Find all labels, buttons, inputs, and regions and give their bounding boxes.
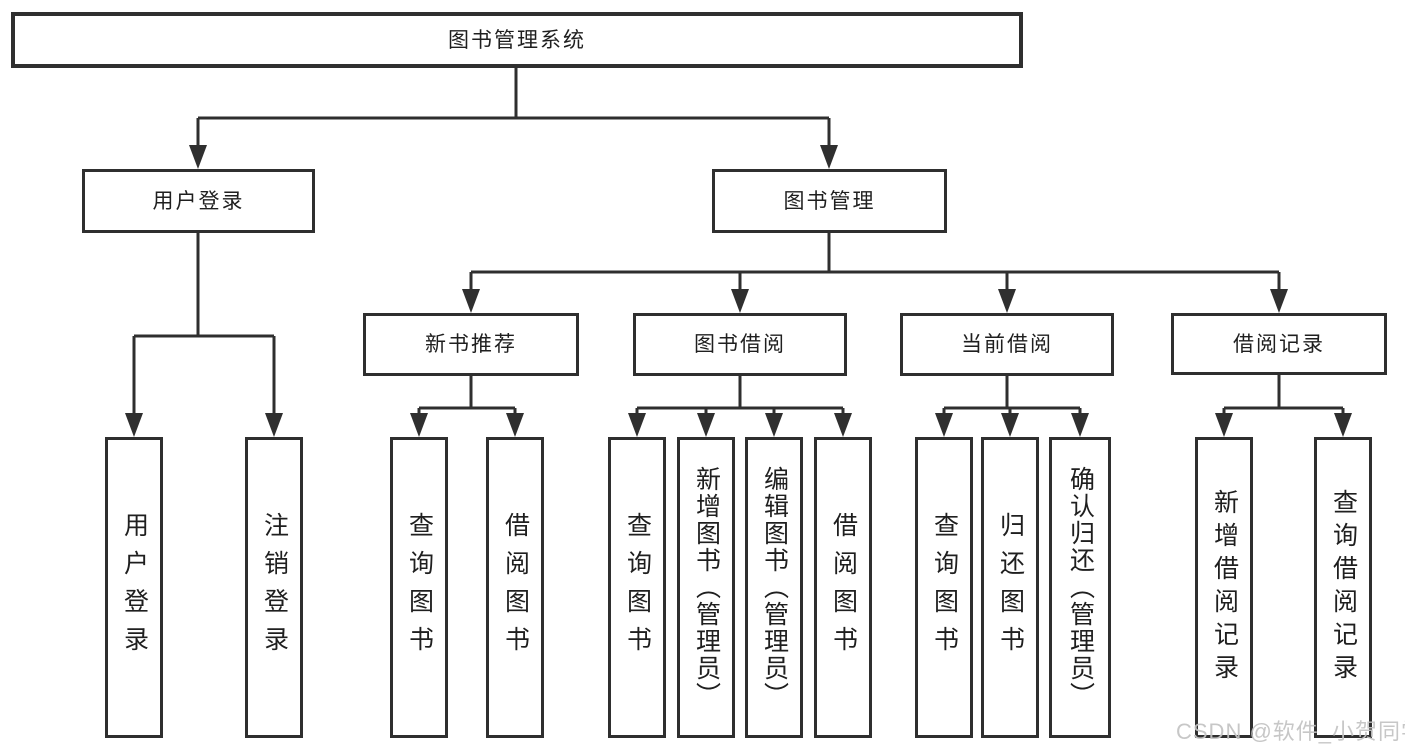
node-label: 查询图书 xyxy=(623,511,652,664)
node-book-management-branch: 图书管理 xyxy=(712,169,947,233)
leaf-query-borrow-record: 查询借阅记录 xyxy=(1314,437,1372,738)
node-label: 借阅图书 xyxy=(829,511,858,664)
leaf-query-books-recommend: 查询图书 xyxy=(390,437,448,738)
node-label: 借阅记录 xyxy=(1233,332,1325,356)
node-library-management-system: 图书管理系统 xyxy=(11,12,1023,68)
node-label: 注销登录 xyxy=(260,511,289,664)
node-book-borrowing: 图书借阅 xyxy=(633,313,847,376)
node-borrowing-records: 借阅记录 xyxy=(1171,313,1387,375)
node-label: 新增图书（管理员） xyxy=(692,466,721,709)
leaf-add-borrow-record: 新增借阅记录 xyxy=(1195,437,1253,738)
node-label: 图书借阅 xyxy=(694,333,786,356)
leaf-borrow-books-borrowing: 借阅图书 xyxy=(814,437,872,738)
node-current-borrowing: 当前借阅 xyxy=(900,313,1114,376)
node-label: 新增借阅记录 xyxy=(1210,488,1239,687)
connector-new-book-rec-to-leaves xyxy=(410,376,524,437)
leaf-borrow-books-recommend: 借阅图书 xyxy=(486,437,544,738)
node-user-login-branch: 用户登录 xyxy=(82,169,315,233)
connector-root-to-level2 xyxy=(189,68,838,169)
leaf-logout: 注销登录 xyxy=(245,437,303,738)
leaf-edit-books-admin: 编辑图书（管理员） xyxy=(745,437,803,738)
node-label: 查询图书 xyxy=(405,511,434,664)
node-label: 查询借阅记录 xyxy=(1329,488,1358,687)
leaf-query-books-current: 查询图书 xyxy=(915,437,973,738)
node-label: 图书管理 xyxy=(783,189,876,213)
csdn-watermark: CSDN @软件_小贺同学 xyxy=(1176,719,1405,744)
connector-book-borrow-to-leaves xyxy=(628,376,852,437)
connector-book-mgmt-to-level3 xyxy=(462,233,1288,313)
node-new-book-recommend: 新书推荐 xyxy=(363,313,579,376)
node-label: 编辑图书（管理员） xyxy=(760,466,789,709)
connector-user-login-to-leaves xyxy=(125,233,283,437)
leaf-confirm-return-admin: 确认归还（管理员） xyxy=(1049,437,1111,738)
node-label: 归还图书 xyxy=(996,511,1025,664)
leaf-query-books-borrowing: 查询图书 xyxy=(608,437,666,738)
leaf-add-books-admin: 新增图书（管理员） xyxy=(677,437,735,738)
node-label: 图书管理系统 xyxy=(448,28,586,52)
connector-current-borrow-to-leaves xyxy=(935,376,1089,437)
node-label: 新书推荐 xyxy=(425,333,517,356)
node-label: 确认归还（管理员） xyxy=(1066,466,1095,709)
leaf-return-books: 归还图书 xyxy=(981,437,1039,738)
connector-borrow-records-to-leaves xyxy=(1215,375,1352,437)
leaf-user-login: 用户登录 xyxy=(105,437,163,738)
node-label: 借阅图书 xyxy=(501,511,530,664)
node-label: 用户登录 xyxy=(152,189,245,213)
node-label: 查询图书 xyxy=(930,511,959,664)
node-label: 用户登录 xyxy=(120,511,149,664)
node-label: 当前借阅 xyxy=(961,333,1053,356)
